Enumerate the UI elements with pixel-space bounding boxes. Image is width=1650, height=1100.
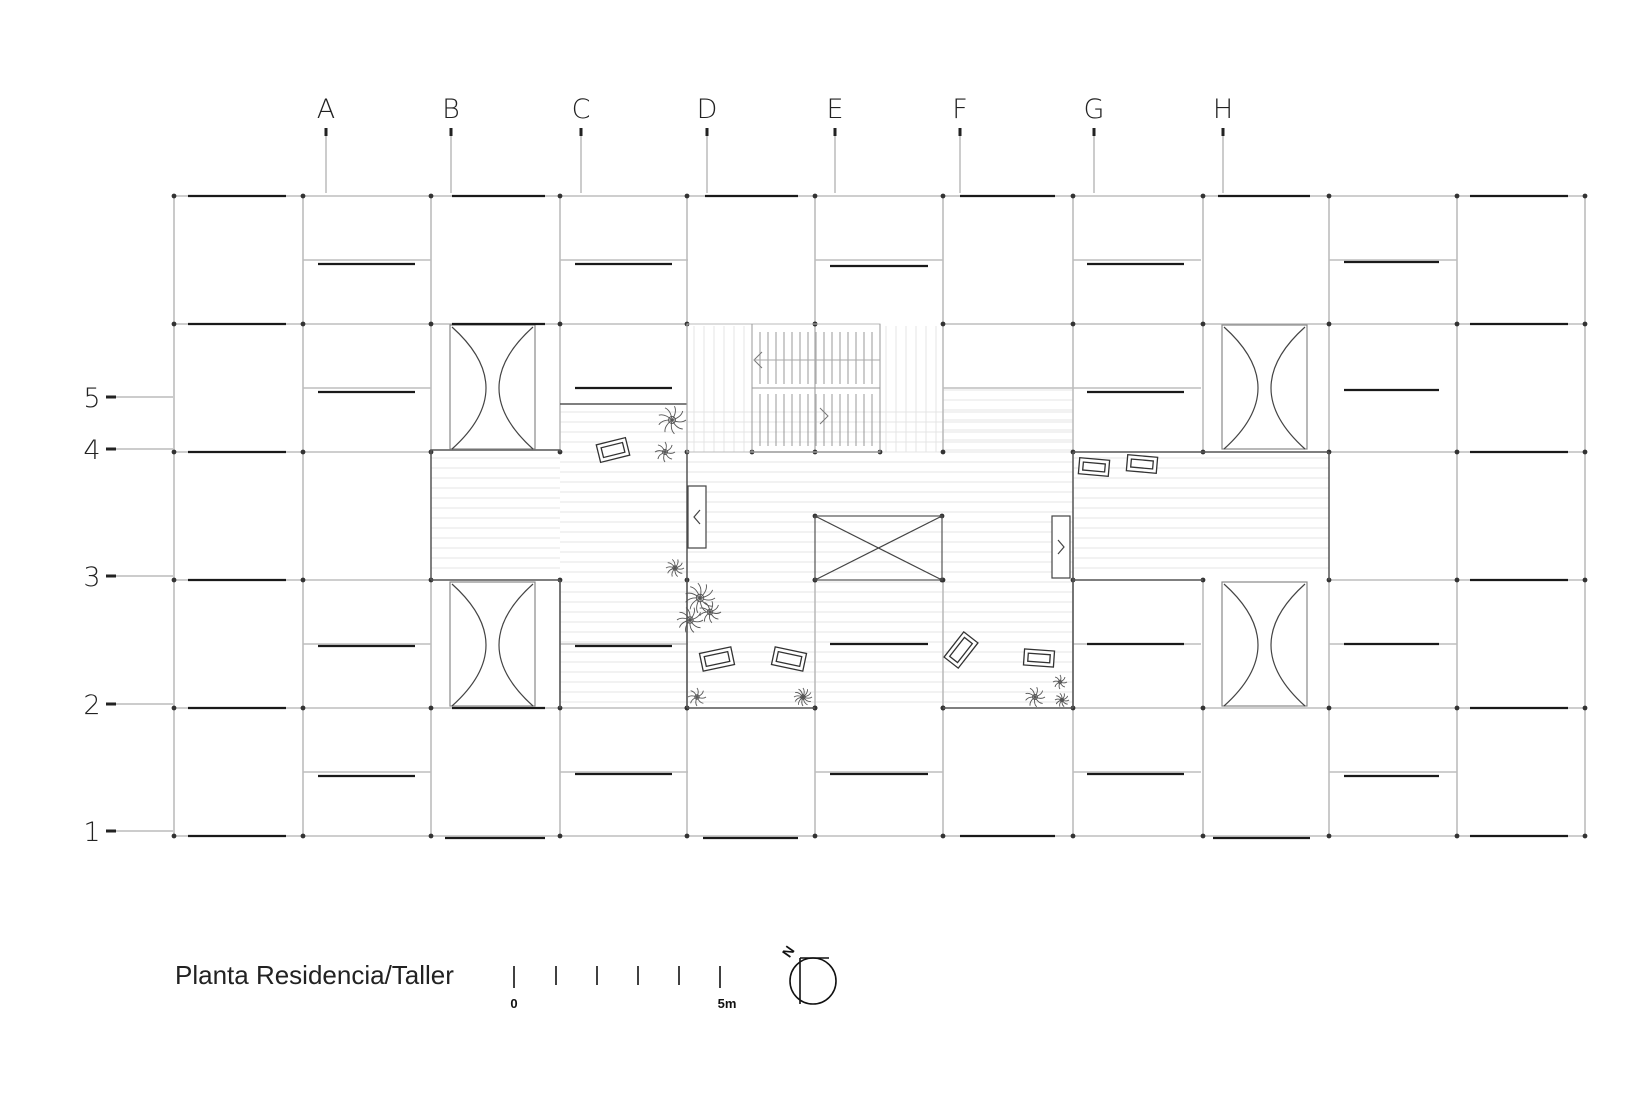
column-label-f: F <box>952 94 968 125</box>
grid-node <box>1070 833 1076 839</box>
grid-node <box>812 833 818 839</box>
plant-icon <box>1054 692 1070 708</box>
column-label-c: C <box>572 94 591 125</box>
furniture-chairs <box>595 436 1159 672</box>
grid-node <box>300 833 306 839</box>
plant-icon <box>1025 686 1046 708</box>
grid-node <box>1454 577 1460 583</box>
column-label-h: H <box>1213 94 1233 125</box>
grid-node <box>1200 321 1206 327</box>
plant-icon <box>654 441 676 463</box>
column-label-g: G <box>1084 94 1105 125</box>
grid-node <box>940 193 946 199</box>
grid-node <box>171 833 177 839</box>
column-label-e: E <box>826 94 843 125</box>
shaft-left-top <box>449 324 536 450</box>
grid-node <box>557 321 563 327</box>
grid-node <box>812 193 818 199</box>
plant-icon <box>685 582 716 614</box>
grid-node <box>428 833 434 839</box>
grid-node <box>1454 321 1460 327</box>
grid-node <box>1200 193 1206 199</box>
scale-start-label: 0 <box>510 996 517 1011</box>
window-lines <box>188 194 1568 840</box>
row-label-5: 5 <box>83 383 100 414</box>
grid-node <box>300 321 306 327</box>
grid-node <box>1326 833 1332 839</box>
grid-node <box>1070 193 1076 199</box>
grid-node <box>1582 193 1588 199</box>
shaft-right-top <box>1221 324 1308 450</box>
grid-node <box>1200 705 1206 711</box>
grid-node <box>428 321 434 327</box>
grid-node <box>1454 193 1460 199</box>
grid-node <box>1582 833 1588 839</box>
north-label: N <box>779 943 798 960</box>
column-axis-ticks <box>324 128 1225 193</box>
grid-node <box>1582 577 1588 583</box>
grid-node <box>1582 705 1588 711</box>
column-axis-labels: A B C D E F G H <box>317 94 1233 125</box>
grid-node <box>684 193 690 199</box>
grid-node <box>1582 321 1588 327</box>
grid-node <box>300 705 306 711</box>
grid-node <box>171 705 177 711</box>
grid-node <box>428 193 434 199</box>
structural-grid <box>171 193 1588 839</box>
grid-node <box>171 449 177 455</box>
grid-node <box>428 705 434 711</box>
grid-node <box>940 833 946 839</box>
shaft-left-bottom <box>449 581 536 707</box>
north-arrow-icon <box>789 957 837 1005</box>
central-void <box>814 515 943 581</box>
grid-node <box>557 193 563 199</box>
grid-node <box>171 577 177 583</box>
row-label-1: 1 <box>83 817 100 848</box>
grid-node <box>171 321 177 327</box>
plant-icon <box>793 687 813 707</box>
grid-node <box>940 321 946 327</box>
plant-icon <box>676 607 704 633</box>
grid-node <box>1454 833 1460 839</box>
grid-node <box>300 449 306 455</box>
door-panels <box>687 485 1071 579</box>
row-axis-ticks <box>106 395 173 833</box>
scale-end-label: 5m <box>718 996 737 1011</box>
scale-bar <box>513 966 721 988</box>
grid-node <box>1326 193 1332 199</box>
grid-node <box>940 449 946 455</box>
grid-node <box>1582 449 1588 455</box>
row-label-4: 4 <box>83 435 100 466</box>
plant-icon <box>1052 674 1068 690</box>
shaft-symbols <box>449 324 1308 707</box>
grid-node <box>1454 705 1460 711</box>
grid-node <box>300 193 306 199</box>
column-label-d: D <box>697 94 718 125</box>
row-label-3: 3 <box>83 562 100 593</box>
grid-node <box>557 833 563 839</box>
grid-node <box>1454 449 1460 455</box>
row-axis-labels: 5 4 3 2 1 <box>83 383 100 848</box>
grid-node <box>1326 321 1332 327</box>
grid-node <box>171 193 177 199</box>
drawing-title: Planta Residencia/Taller <box>175 960 454 990</box>
column-label-b: B <box>442 94 460 125</box>
plant-icon <box>699 600 722 624</box>
column-label-a: A <box>317 94 335 125</box>
shaft-right-bottom <box>1221 581 1308 707</box>
grid-node <box>684 833 690 839</box>
plants <box>654 406 1070 708</box>
plant-icon <box>665 559 685 577</box>
row-label-2: 2 <box>83 690 100 721</box>
plant-icon <box>687 687 707 707</box>
grid-node <box>1200 833 1206 839</box>
courtyard-outline <box>430 403 1330 709</box>
grid-node <box>1326 705 1332 711</box>
plant-icon <box>658 406 687 435</box>
grid-node <box>1070 321 1076 327</box>
grid-node <box>300 577 306 583</box>
staircase <box>686 323 881 453</box>
